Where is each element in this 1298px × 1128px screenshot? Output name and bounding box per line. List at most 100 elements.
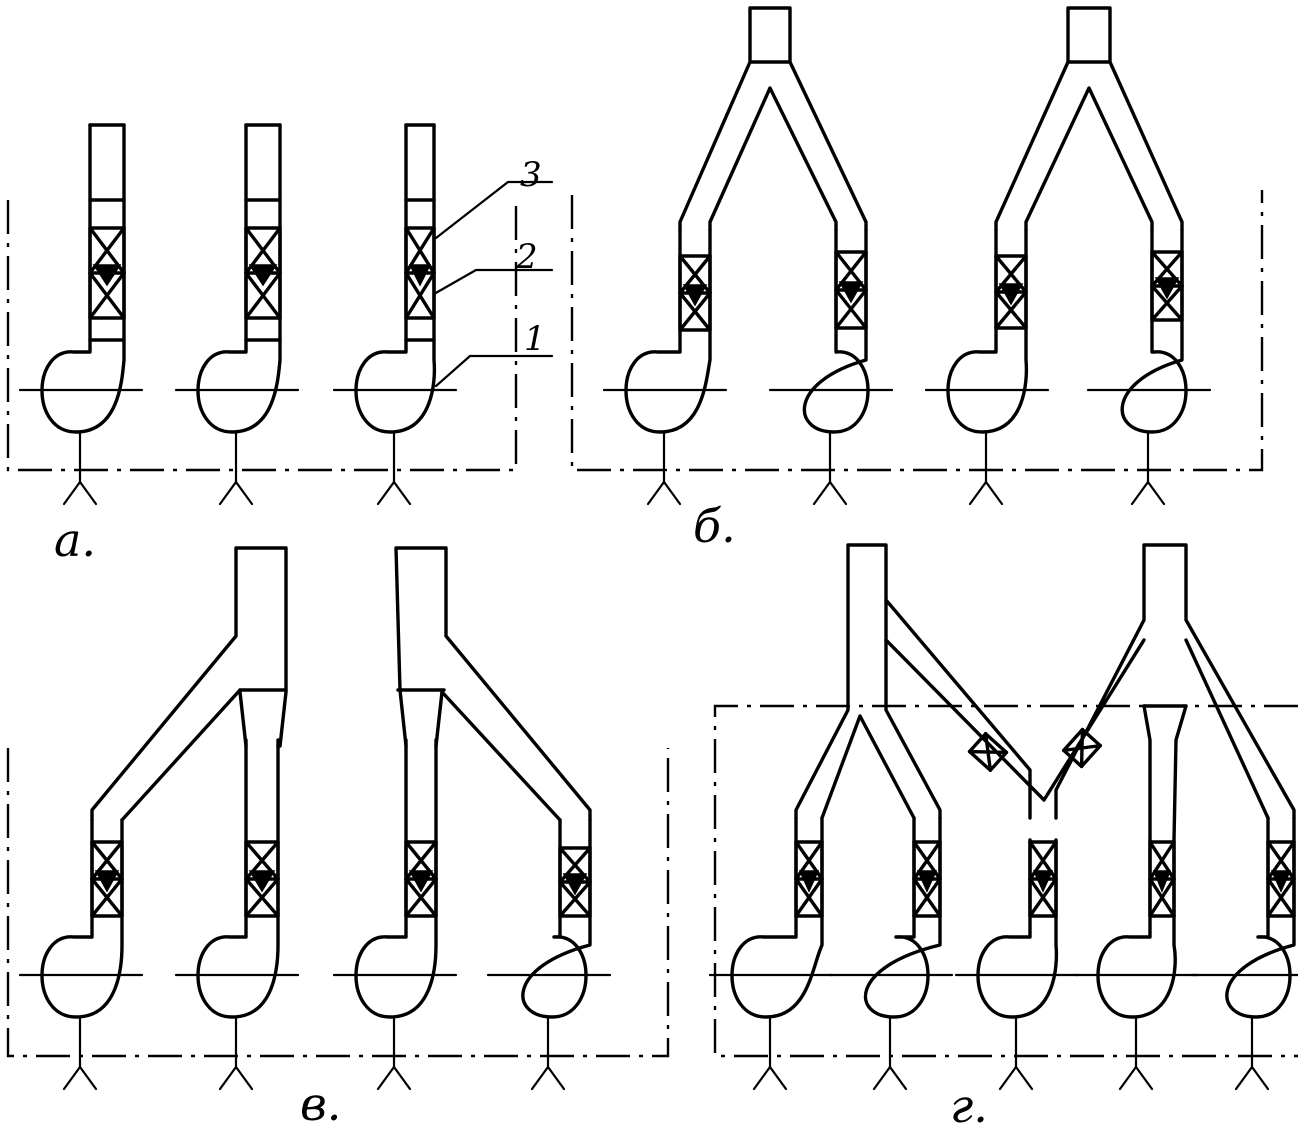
- damper-icon: [1028, 840, 1058, 918]
- motor-foot-icon: [998, 1065, 1034, 1091]
- damper-cross: [90, 877, 124, 918]
- fan-casing: [40, 818, 124, 1019]
- enclosure-boundary: [6, 748, 670, 1058]
- fan-unit: [708, 816, 834, 1091]
- caption-panel-v: в.: [300, 1077, 341, 1128]
- damper-flap-icon: [562, 873, 588, 896]
- enclosure-boundaries: [6, 190, 1298, 1058]
- inline-damper-icon: [967, 732, 1009, 772]
- fan-unit: [954, 838, 1080, 1091]
- leader-line-3: [434, 180, 554, 240]
- fan-casing: [196, 123, 282, 434]
- enclosure-boundary: [570, 190, 1264, 472]
- caption-panel-g: г.: [950, 1079, 988, 1128]
- damper-flap-icon: [998, 283, 1024, 306]
- caption-panel-b: б.: [693, 499, 736, 553]
- damper-icon: [558, 846, 592, 918]
- fan-unit: [1074, 838, 1200, 1091]
- damper-icon: [1266, 840, 1296, 918]
- fan-unit: [18, 123, 144, 506]
- fan-unit: [174, 738, 300, 1091]
- damper-cross: [244, 271, 282, 320]
- motor-foot-icon: [1234, 1065, 1270, 1091]
- damper-cross: [1062, 727, 1102, 769]
- damper-flap-icon: [1152, 870, 1172, 894]
- inline-damper-icon: [1062, 727, 1102, 769]
- enclosure-boundary: [713, 704, 1298, 1058]
- damper-cross: [404, 877, 438, 918]
- damper-flap-icon: [798, 870, 820, 893]
- motor-foot-icon: [218, 480, 254, 506]
- damper-flap-icon: [408, 870, 434, 893]
- damper-icon: [244, 226, 282, 320]
- damper-cross: [967, 732, 1009, 772]
- fan-unit: [18, 818, 144, 1091]
- damper-flap-icon: [1270, 870, 1292, 893]
- leader-line-2: [432, 268, 554, 296]
- callout-number-1: 1: [524, 319, 546, 359]
- fan-units: [18, 123, 1298, 1091]
- damper-frame: [1062, 727, 1102, 769]
- fan-unit: [1086, 228, 1212, 506]
- fan-unit: [174, 123, 300, 506]
- fan-casing: [521, 818, 592, 1019]
- damper-flap-icon: [94, 870, 120, 893]
- motor-foot-icon: [62, 1065, 98, 1091]
- fan-unit: [828, 816, 954, 1091]
- fan-casing: [354, 738, 438, 1019]
- damper-icon: [834, 250, 868, 330]
- motor-foot-icon: [646, 480, 682, 506]
- fan-casing: [802, 228, 870, 434]
- damper-flap-icon: [1032, 870, 1054, 893]
- damper-icon: [912, 840, 942, 918]
- callout-number-3: 3: [520, 155, 542, 195]
- damper-icon: [88, 226, 126, 320]
- fan-casing: [1120, 228, 1188, 434]
- caption-panel-a: а.: [54, 513, 96, 567]
- leader-line-1: [434, 354, 554, 388]
- fan-casing: [1225, 816, 1296, 1019]
- callout-number-2: 2: [515, 237, 538, 277]
- damper-flap-icon: [1154, 277, 1180, 300]
- fan-unit: [1190, 816, 1298, 1091]
- fan-unit: [486, 818, 612, 1091]
- motor-foot-icon: [752, 1065, 788, 1091]
- motor-foot-icon: [530, 1065, 566, 1091]
- motor-foot-icon: [968, 480, 1004, 506]
- damper-cross: [1150, 284, 1184, 322]
- damper-cross: [244, 877, 280, 918]
- damper-flap-icon: [838, 281, 864, 304]
- damper-flap-icon: [248, 264, 278, 287]
- m-branch-duct: [794, 543, 1032, 820]
- fan-casing: [354, 123, 437, 434]
- damper-cross: [88, 271, 126, 320]
- side-branch-duct: [394, 546, 592, 822]
- damper-icon: [404, 840, 438, 918]
- damper-cross: [558, 880, 592, 918]
- damper-cross: [678, 291, 712, 332]
- damper-icon: [1150, 250, 1184, 322]
- y-branch-duct: [678, 6, 868, 232]
- fan-casing: [863, 816, 942, 1019]
- motor-foot-icon: [812, 480, 848, 506]
- damper-icon: [678, 254, 712, 332]
- motor-foot-icon: [218, 1065, 254, 1091]
- damper-icon: [1148, 840, 1176, 918]
- damper-flap-icon: [916, 870, 938, 893]
- fan-casing: [40, 123, 126, 434]
- fan-casing: [730, 816, 824, 1019]
- fan-casing: [196, 738, 280, 1019]
- damper-cross: [994, 290, 1028, 330]
- damper-icon: [794, 840, 824, 918]
- damper-flap-icon: [682, 284, 708, 307]
- fan-unit: [602, 228, 728, 506]
- damper-cross: [794, 877, 824, 918]
- callout-leaders: [432, 180, 554, 388]
- damper-cross: [834, 288, 868, 330]
- fan-unit: [332, 123, 458, 506]
- motor-foot-icon: [62, 480, 98, 506]
- damper-icon: [404, 226, 436, 320]
- y-branch-duct: [994, 6, 1184, 232]
- damper-icon: [90, 840, 124, 918]
